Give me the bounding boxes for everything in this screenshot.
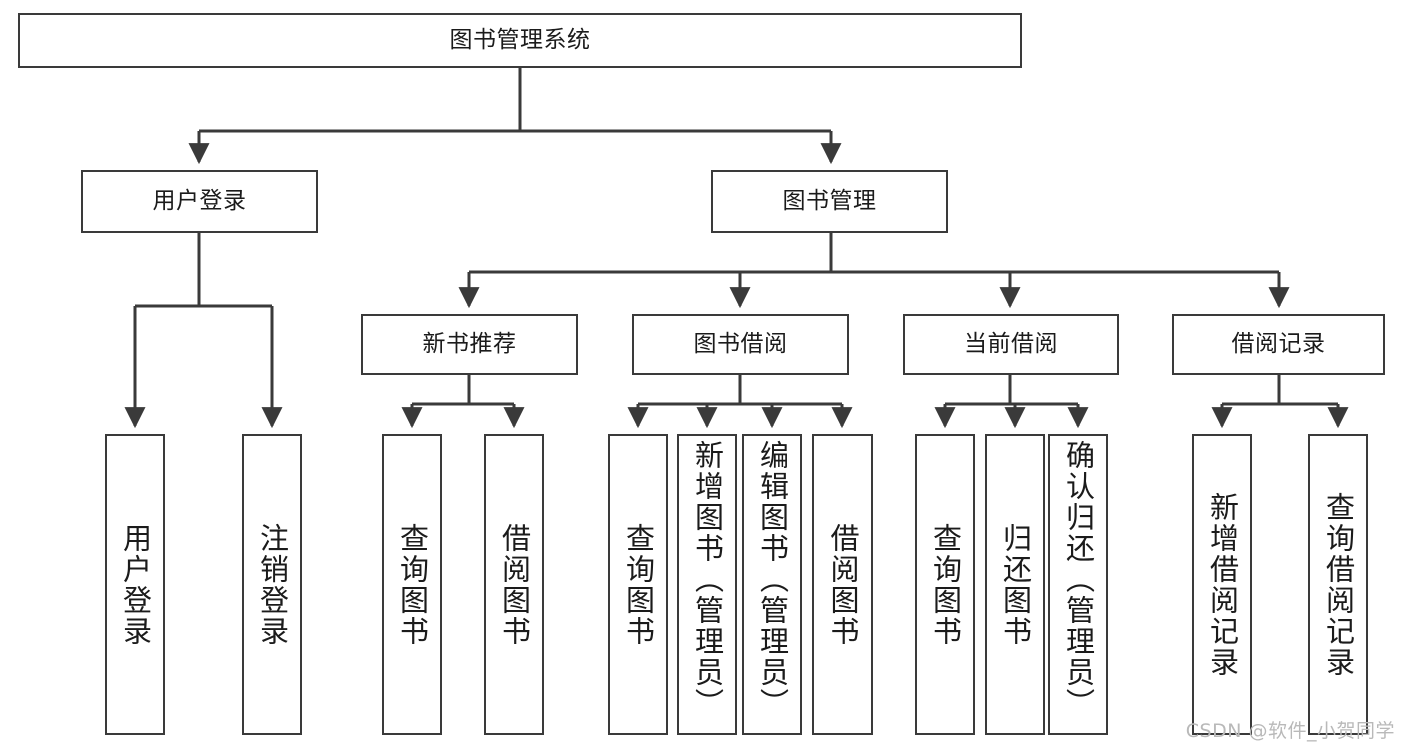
leaf-query-book-current[interactable]: 查询图书 bbox=[915, 434, 975, 735]
node-label: 借阅图书 bbox=[497, 522, 532, 647]
node-book-management[interactable]: 图书管理 bbox=[711, 170, 948, 233]
leaf-confirm-return-admin[interactable]: 确认归还（管理员） bbox=[1048, 434, 1108, 735]
node-label: 图书管理系统 bbox=[449, 27, 591, 54]
leaf-borrow-book-borrow[interactable]: 借阅图书 bbox=[812, 434, 873, 735]
node-borrow-record[interactable]: 借阅记录 bbox=[1172, 314, 1385, 375]
leaf-edit-book-admin[interactable]: 编辑图书（管理员） bbox=[742, 434, 802, 735]
node-label: 借阅记录 bbox=[1231, 331, 1326, 358]
node-label: 查询图书 bbox=[395, 522, 430, 647]
node-label: 注销登录 bbox=[255, 522, 290, 647]
node-root-system[interactable]: 图书管理系统 bbox=[18, 13, 1022, 68]
node-label: 查询图书 bbox=[621, 522, 656, 647]
node-label: 图书管理 bbox=[782, 188, 877, 215]
node-label: 借阅图书 bbox=[826, 522, 860, 647]
node-label: 新增借阅记录 bbox=[1205, 491, 1240, 678]
node-label: 用户登录 bbox=[118, 522, 153, 647]
node-label: 用户登录 bbox=[152, 188, 247, 215]
leaf-query-book-borrow[interactable]: 查询图书 bbox=[608, 434, 668, 735]
leaf-return-book[interactable]: 归还图书 bbox=[985, 434, 1045, 735]
node-current-borrow[interactable]: 当前借阅 bbox=[903, 314, 1119, 375]
node-book-borrow[interactable]: 图书借阅 bbox=[632, 314, 849, 375]
node-label: 归还图书 bbox=[998, 522, 1033, 647]
leaf-logout[interactable]: 注销登录 bbox=[242, 434, 302, 735]
node-user-login[interactable]: 用户登录 bbox=[81, 170, 318, 233]
node-label: 图书借阅 bbox=[693, 331, 788, 358]
node-label: 查询借阅记录 bbox=[1321, 491, 1356, 678]
leaf-borrow-book-new[interactable]: 借阅图书 bbox=[484, 434, 544, 735]
node-label: 新书推荐 bbox=[422, 331, 517, 358]
watermark-text: CSDN @软件_小贺同学 bbox=[1185, 720, 1395, 742]
leaf-query-borrow-record[interactable]: 查询借阅记录 bbox=[1308, 434, 1368, 735]
leaf-user-login[interactable]: 用户登录 bbox=[105, 434, 165, 735]
node-label: 当前借阅 bbox=[964, 331, 1058, 358]
node-label: 查询图书 bbox=[928, 522, 963, 647]
leaf-add-borrow-record[interactable]: 新增借阅记录 bbox=[1192, 434, 1252, 735]
node-label: 编辑图书（管理员） bbox=[755, 440, 790, 719]
node-label: 新增图书（管理员） bbox=[690, 440, 725, 719]
leaf-add-book-admin[interactable]: 新增图书（管理员） bbox=[677, 434, 737, 735]
leaf-query-book-new[interactable]: 查询图书 bbox=[382, 434, 442, 735]
node-label: 确认归还（管理员） bbox=[1061, 440, 1096, 719]
node-new-book-recommend[interactable]: 新书推荐 bbox=[361, 314, 578, 375]
